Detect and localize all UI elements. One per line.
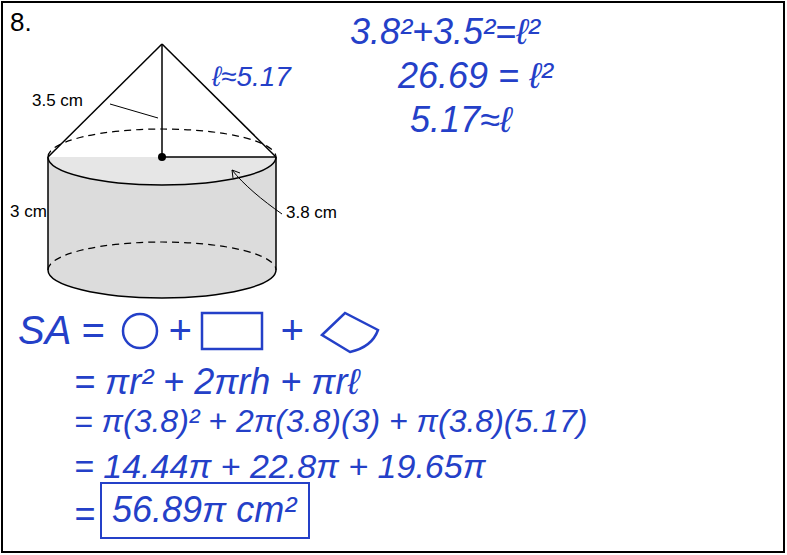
- handwritten-formula: +: [168, 308, 191, 352]
- leader-arrow: [232, 170, 240, 178]
- handwritten-formula: SA =: [18, 308, 104, 352]
- handwritten-formula: +: [280, 308, 303, 352]
- cylinder-bottom-front: [48, 270, 276, 298]
- handwritten-step: = π(3.8)² + 2π(3.8)(3) + π(3.8)(5.17): [74, 404, 587, 439]
- handwritten-note: ℓ≈5.17: [212, 62, 291, 93]
- handwritten-equation: 26.69 = ℓ²: [398, 56, 553, 96]
- cylinder-side: [275, 157, 277, 270]
- handwritten-equation: 3.8²+3.5²=ℓ²: [350, 12, 540, 52]
- leader-line: [110, 104, 158, 118]
- dimension-label: 3.5 cm: [32, 92, 83, 111]
- handwritten-equation: 5.17≈ℓ: [410, 100, 511, 140]
- handwritten-step: = 14.44π + 22.8π + 19.65π: [74, 448, 485, 485]
- cylinder-bottom-back: [48, 242, 276, 270]
- cone-height: [161, 44, 163, 157]
- circle-sketch: [123, 314, 157, 348]
- dimension-label: 3 cm: [10, 203, 47, 222]
- leader-line: [232, 170, 282, 214]
- handwritten-step: = πr² + 2πrh + πrℓ: [74, 362, 359, 402]
- answer-box: 56.89π cm²: [100, 482, 310, 539]
- cylinder-fill: [48, 157, 276, 298]
- sector-sketch: [322, 313, 378, 352]
- dimension-label: 3.8 cm: [286, 204, 337, 223]
- rectangle-sketch: [202, 313, 262, 349]
- answer-text: 56.89π cm²: [112, 490, 298, 530]
- cylinder-side: [47, 157, 49, 270]
- problem-number: 8.: [10, 8, 32, 37]
- radius-line: [162, 156, 276, 158]
- handwritten-step: =: [74, 494, 95, 534]
- center-dot: [158, 153, 166, 161]
- cone-side: [162, 44, 276, 157]
